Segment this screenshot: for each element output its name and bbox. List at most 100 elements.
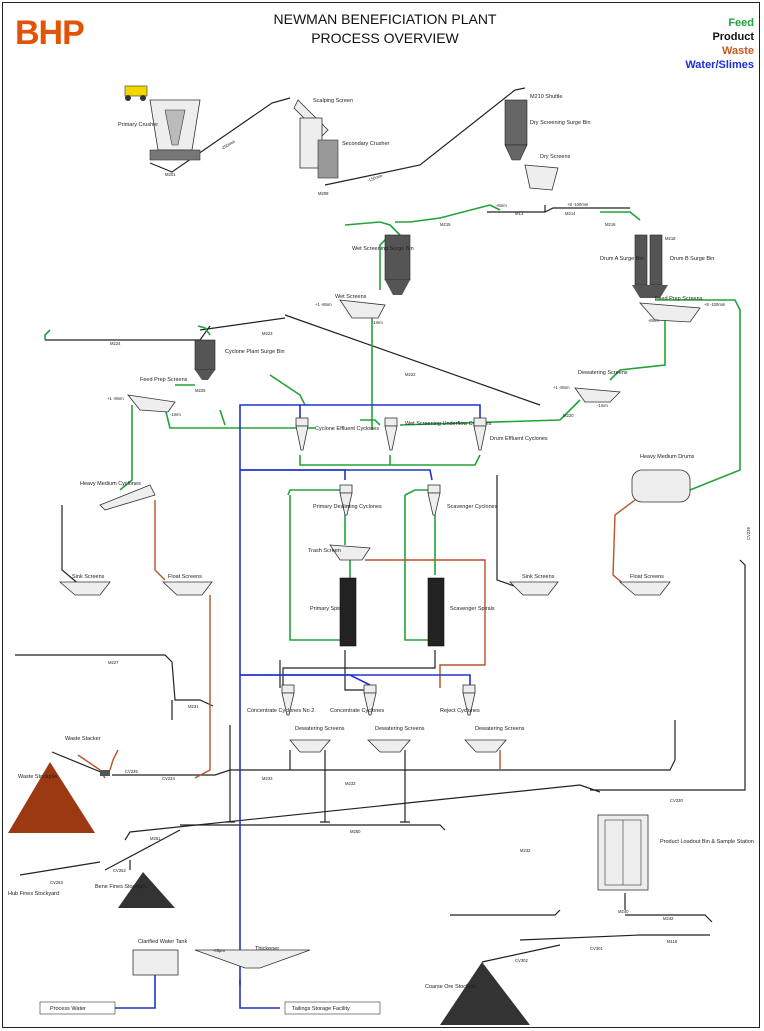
dewatering-screens-2-label: Dewatering Screens <box>375 726 425 732</box>
conveyor-label: M218 <box>665 236 676 241</box>
conveyor-labels: M201 M208 M13 M214 M215 M216 M218 M224 M… <box>50 172 751 963</box>
process-water-box <box>39 1001 116 1015</box>
heavy-medium-cyclones-label: Heavy Medium Cyclones <box>80 481 141 487</box>
feed-prep-screens-right-label: Feed Prep Screens <box>655 296 703 302</box>
size-note: -8mm <box>648 318 659 323</box>
primary-crusher-label: Primary Crusher <box>118 122 158 128</box>
wet-screens-label: Wet Screens <box>335 294 367 300</box>
waste-stacker <box>51 751 110 776</box>
conveyor-label: M233 <box>262 776 273 781</box>
tailings-storage-facility-box <box>284 1001 381 1015</box>
conveyor-label: M224 <box>110 341 121 346</box>
secondary-crusher-label: Secondary Crusher <box>342 141 390 147</box>
sink-screens-left-label: Sink Screens <box>72 574 105 580</box>
dewatering-screens-1-label: Dewatering Screens <box>295 726 345 732</box>
drum-a-surge-bin-label: Drum A Surge Bin <box>600 256 644 262</box>
coarse-ore-stockpile <box>440 962 530 1025</box>
bene-fines-stockpile-label: Bene Fines Stockpile <box>95 884 147 890</box>
conveyor-label: M13 <box>515 211 524 216</box>
cyclone-plant-surge-bin-label: Cyclone Plant Surge Bin <box>225 349 285 355</box>
clarified-water-tank-label: Clarified Water Tank <box>138 939 187 945</box>
conveyor-label: M215 <box>440 222 451 227</box>
size-note: -150mm <box>367 173 384 183</box>
legend-product: Product <box>712 31 754 43</box>
conveyor-label: CV252 <box>113 868 126 873</box>
drum-surge-bins <box>632 234 668 298</box>
conveyor-label: M220 <box>563 413 574 418</box>
drum-effluent-cyclones-label: Drum Effluent Cyclones <box>490 436 548 442</box>
conveyor-label: M251 <box>150 836 161 841</box>
bhp-logo: BHP <box>15 14 85 52</box>
water-slimes-lines <box>115 404 481 1009</box>
drum-effluent-cyclones <box>473 417 487 451</box>
thickener <box>194 949 311 969</box>
reject-cyclones <box>462 684 476 716</box>
primary-spirals-label: Primary Spirals <box>310 606 348 612</box>
conveyor-label: CV230 <box>670 798 683 803</box>
conveyor-label: CV235 <box>125 769 138 774</box>
conveyor-label: M223 <box>262 331 273 336</box>
conveyor-label: M208 <box>318 191 329 196</box>
feed-lines <box>44 204 741 641</box>
drum-b-surge-bin-label: Drum B Surge Bin <box>670 256 714 262</box>
feed-prep-screens-left-label: Feed Prep Screens <box>140 377 188 383</box>
scalping-screen <box>293 99 339 179</box>
waste-stockpile-label: Waste Stockpile <box>18 774 57 780</box>
wet-screening-underflow-cyclones <box>384 417 398 451</box>
conveyor-label: M116 <box>667 939 678 944</box>
size-note: -1mm <box>372 320 383 325</box>
scavenger-spirals-label: Scavenger Spirals <box>450 606 495 612</box>
waste-stacker-label: Waste Stacker <box>65 736 101 742</box>
conveyor-label: CV253 <box>50 880 63 885</box>
dry-screens-label: Dry Screens <box>540 154 571 160</box>
feed-prep-screens-left <box>127 394 176 413</box>
heavy-medium-drums-label: Heavy Medium Drums <box>640 454 695 460</box>
scavenger-spirals <box>427 577 445 647</box>
trash-screen <box>329 544 371 561</box>
trash-screen-label: Trash Screen <box>308 548 341 554</box>
wet-screening-surge-bin <box>384 234 411 295</box>
conveyor-label: M222 <box>405 372 416 377</box>
product-loadout-bin-label: Product Loadout Bin & Sample Station <box>660 839 754 845</box>
concentrate-cyclones-no2 <box>281 684 295 716</box>
dewatering-screens-3 <box>464 739 507 753</box>
waste-stockpile <box>8 762 95 833</box>
cyclone-plant-surge-bin <box>194 339 216 380</box>
conveyor-label: CV301 <box>590 946 603 951</box>
heavy-medium-cyclones <box>99 484 156 511</box>
primary-crusher <box>149 99 201 161</box>
size-note: +1 -8mm <box>553 385 570 390</box>
wet-screening-underflow-cyclones-label: Wet Screening Underflow Cyclones <box>405 421 492 427</box>
size-note: +1 -8mm <box>315 302 332 307</box>
conveyor-label: M225 <box>195 388 206 393</box>
legend-water-slimes: Water/Slimes <box>685 59 754 71</box>
primary-desliming-cyclones <box>339 484 353 516</box>
process-water-label: Process Water <box>50 1006 86 1012</box>
conveyor-label: M240 <box>618 909 629 914</box>
size-note: +8 -100mm <box>704 302 726 307</box>
wet-screens <box>339 299 386 319</box>
dry-screening-surge-bin-label: Dry Screening Surge Bin <box>530 120 591 126</box>
product-lines <box>15 87 746 963</box>
cyclone-effluent-cyclones-label: Cyclone Effluent Cyclones <box>315 426 379 432</box>
size-note: -250mm <box>220 139 236 151</box>
dry-screening-surge-bin <box>504 99 559 191</box>
title-line-2: PROCESS OVERVIEW <box>311 30 459 46</box>
concentrate-cyclones <box>363 684 377 716</box>
size-note: +1 -8mm <box>107 396 124 401</box>
dewatering-screens-top-label: Dewatering Screens <box>578 370 628 376</box>
clarified-water-tank <box>132 949 179 976</box>
size-note: -1mm <box>597 403 608 408</box>
primary-spirals <box>339 577 357 647</box>
sink-screens-left <box>58 581 111 596</box>
conveyor-label: M227 <box>108 660 119 665</box>
conveyor-label: M250 <box>350 829 361 834</box>
dewatering-screens-3-label: Dewatering Screens <box>475 726 525 732</box>
m210-shuttle-label: M210 Shuttle <box>530 94 562 100</box>
size-note: +8 -100mm <box>567 202 589 207</box>
legend: Feed Product Waste Water/Slimes <box>685 16 754 72</box>
coarse-ore-stockpile-label: Coarse Ore Stockpile <box>425 984 477 990</box>
scavenger-cyclones-label: Scavenger Cyclones <box>447 504 498 510</box>
